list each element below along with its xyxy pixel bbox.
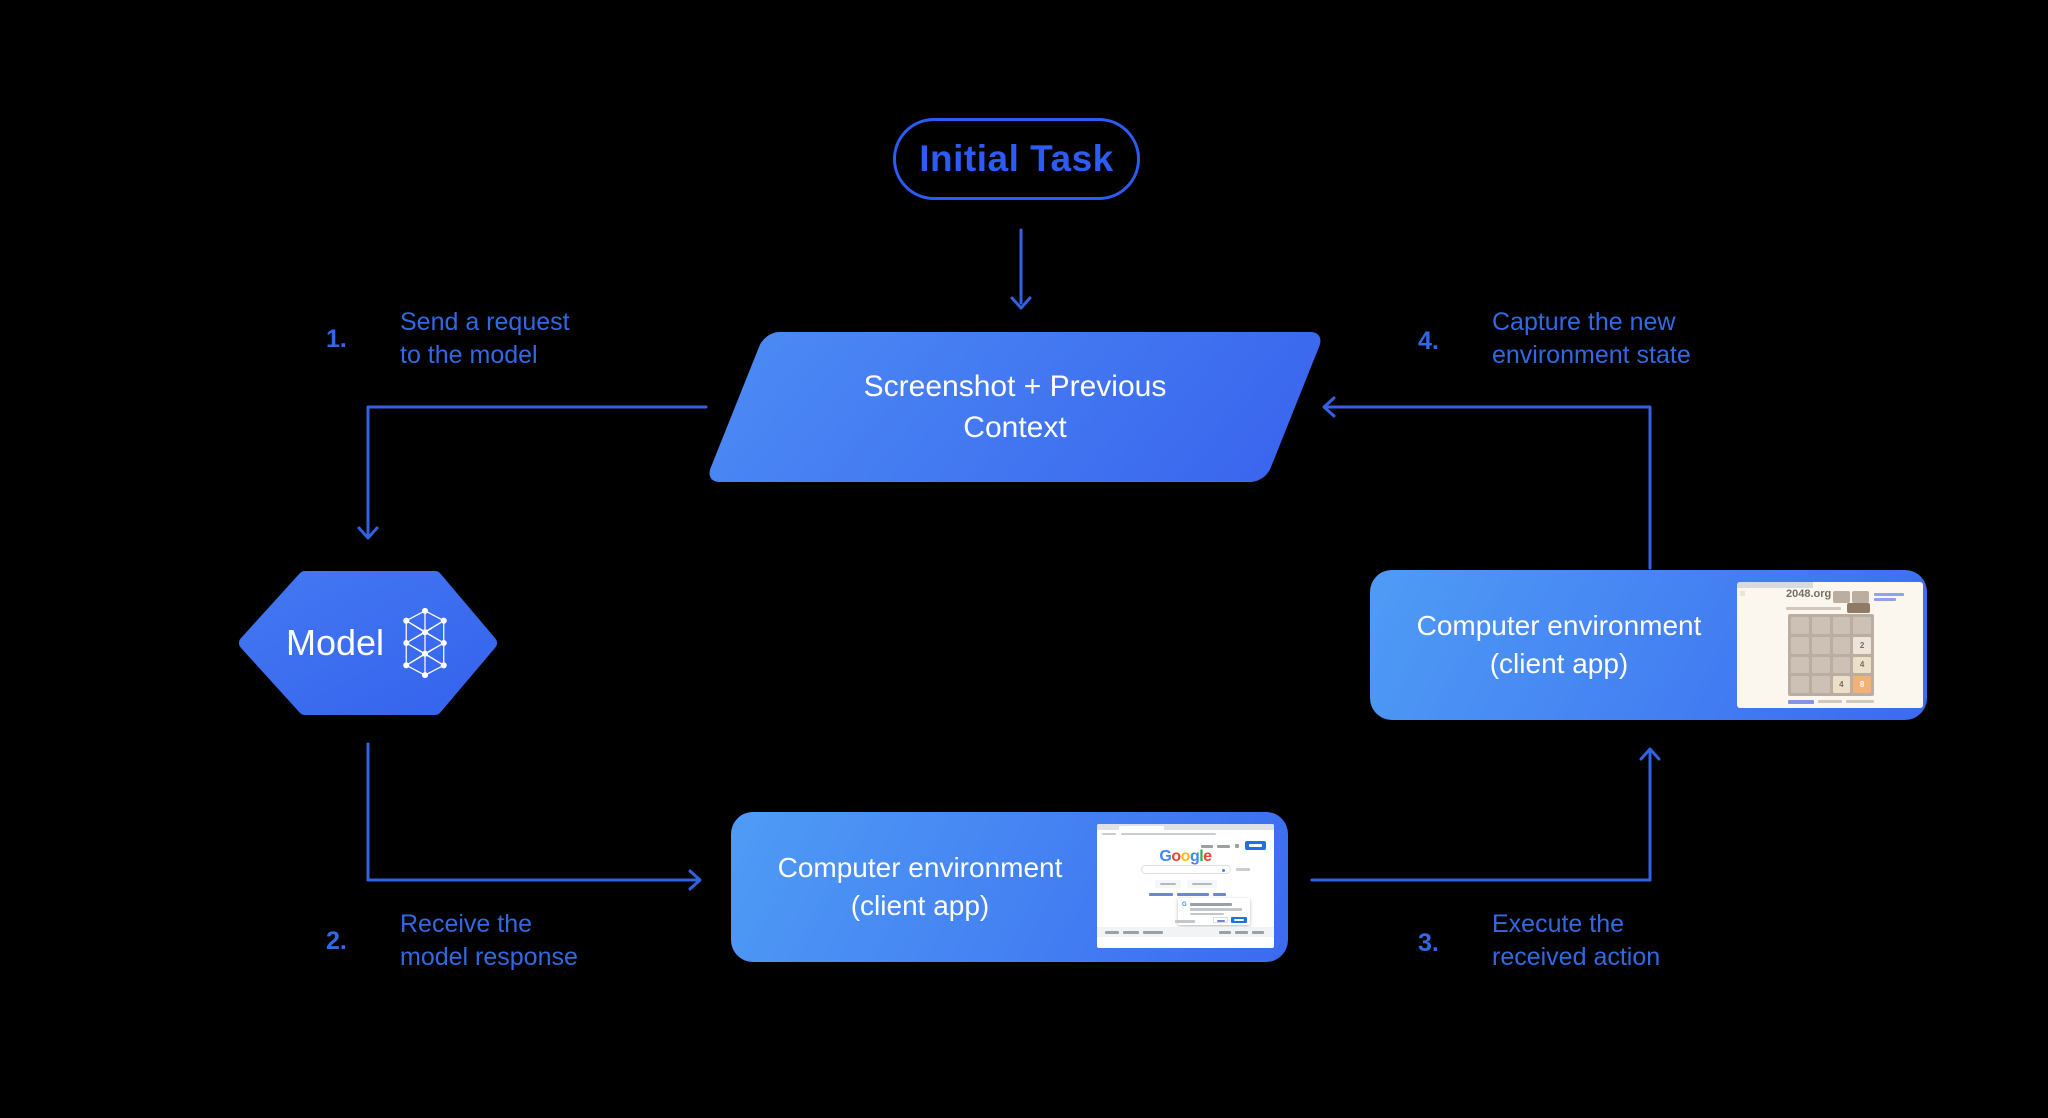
footer-text <box>1818 700 1842 703</box>
step-3-label: Execute the received action <box>1492 910 1661 971</box>
header-link-text <box>1874 593 1904 596</box>
customize-button <box>1213 917 1228 923</box>
language-link <box>1213 893 1226 896</box>
model-label: Model <box>285 622 385 663</box>
site-title: 2048.org <box>1786 588 1832 600</box>
step-2-label: Receive the model response <box>400 910 578 971</box>
tile-2: 2 <box>1853 636 1871 654</box>
header-link-text <box>1874 598 1896 601</box>
arrow-step1 <box>357 405 708 540</box>
model-node: Model <box>238 568 498 718</box>
computer-environment-node-bottom: Computer environment (client app) Google <box>731 812 1288 962</box>
side-text <box>1236 868 1250 871</box>
apps-grid-icon <box>1235 844 1239 848</box>
step-3-number: 3. <box>1418 929 1439 957</box>
accept-button <box>1231 917 1247 923</box>
step-1-number: 1. <box>326 325 347 353</box>
browser-tab <box>1119 825 1164 830</box>
best-box <box>1852 591 1869 603</box>
hexagon-shape <box>239 571 497 715</box>
search-input <box>1141 865 1231 874</box>
language-link <box>1177 893 1209 896</box>
step-1-label: Send a request to the model <box>400 308 570 369</box>
gmail-link <box>1201 845 1213 848</box>
nav-buttons <box>1102 832 1116 835</box>
tile-8: 8 <box>1853 676 1871 693</box>
tile-4: 4 <box>1853 656 1871 674</box>
favicon-icon <box>1740 591 1745 596</box>
step-4-number: 4. <box>1418 327 1439 355</box>
address-bar-text <box>1121 832 1216 835</box>
screenshot-context-node: Screenshot + Previous Context <box>705 332 1325 482</box>
screenshot-context-label: Screenshot + Previous Context <box>863 370 1167 444</box>
intro-text <box>1786 607 1841 610</box>
computer-environment-label: Computer environment (client app) <box>1416 610 1702 679</box>
computer-environment-node-right: Computer environment (client app) 2048.o… <box>1370 570 1927 720</box>
initial-task-label: Initial Task <box>919 138 1114 179</box>
footer-bar <box>1097 927 1274 937</box>
score-box <box>1833 591 1850 603</box>
browser-tab-strip <box>1097 824 1274 830</box>
step-4-label: Capture the new environment state <box>1492 308 1691 369</box>
cookie-consent-dialog: G <box>1178 898 1250 925</box>
initial-task-node: Initial Task <box>893 118 1140 200</box>
mic-icon <box>1222 868 1225 872</box>
new-game-button <box>1847 603 1870 613</box>
footer-text <box>1846 700 1874 703</box>
arrow-step3 <box>1310 747 1661 882</box>
neural-network-icon <box>403 607 447 679</box>
arrow-step4 <box>1322 396 1652 570</box>
google-homepage-screenshot: Google G <box>1097 824 1274 948</box>
step-2-number: 2. <box>326 927 347 955</box>
browser-tab-strip <box>1737 582 1813 588</box>
google-logo: Google <box>1159 848 1212 865</box>
computer-environment-label: Computer environment (client app) <box>777 852 1063 921</box>
country-text <box>1175 920 1195 923</box>
tile-4: 4 <box>1832 676 1851 693</box>
arrow-initial-to-screenshot <box>1010 228 1032 310</box>
arrow-step2 <box>366 742 702 891</box>
language-link <box>1149 893 1173 896</box>
images-link <box>1217 845 1230 848</box>
sign-in-button <box>1245 841 1266 850</box>
feeling-lucky-button <box>1187 880 1217 888</box>
google-g-icon: G <box>1182 902 1187 908</box>
footer-link-text <box>1788 700 1814 704</box>
google-search-button <box>1155 880 1181 888</box>
